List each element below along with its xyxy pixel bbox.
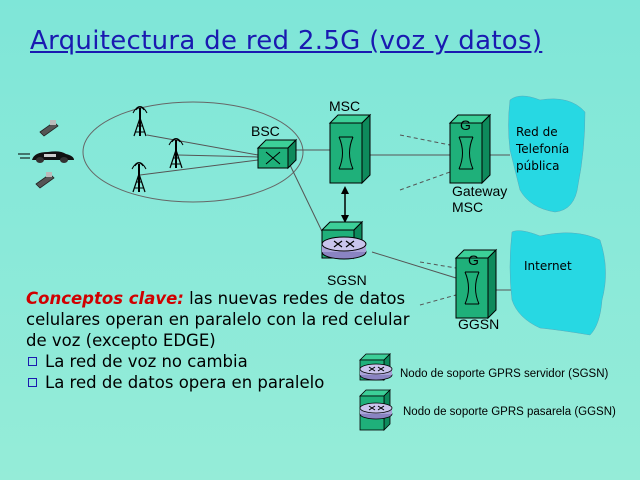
antenna-icon — [131, 161, 147, 193]
legend-sgsn-icon — [359, 353, 393, 381]
key-concepts-heading: Conceptos clave: — [26, 289, 184, 308]
bullet-box-icon — [28, 357, 37, 366]
internet-cloud — [509, 230, 606, 336]
phone-icon — [39, 120, 59, 137]
cell-area — [82, 101, 304, 203]
gateway-g-label: G — [460, 117, 471, 133]
public-phone-network-label: Red de Telefonía pública — [516, 125, 570, 173]
bullet-item: La red de voz no cambia — [26, 351, 416, 372]
bsc-label: BSC — [251, 123, 280, 139]
msc-sgsn-arrow — [341, 186, 349, 223]
antenna-icon — [132, 105, 148, 137]
page-title: Arquitectura de red 2.5G (voz y datos) — [30, 26, 543, 56]
key-concepts: Conceptos clave: las nuevas redes de dat… — [26, 288, 416, 393]
gateway-msc-label: Gateway MSC — [452, 183, 508, 215]
legend-sgsn-label: Nodo de soporte GPRS servidor (SGSN) — [400, 368, 609, 380]
key-concepts-paragraph: Conceptos clave: las nuevas redes de dat… — [26, 288, 416, 351]
bullet-box-icon — [28, 378, 37, 387]
bullet-text: La red de voz no cambia — [45, 352, 248, 371]
bullet-text: La red de datos opera en paralelo — [45, 373, 325, 392]
antenna-icon — [168, 137, 184, 169]
ggsn-g-label: G — [468, 252, 479, 268]
msc-label: MSC — [329, 98, 361, 114]
bsc-node — [256, 138, 298, 170]
legend-ggsn-icon — [359, 389, 393, 431]
ggsn-label: GGSN — [458, 316, 500, 332]
legend-ggsn-label: Nodo de soporte GPRS pasarela (GGSN) — [403, 406, 616, 418]
sgsn-node — [320, 220, 367, 260]
public-phone-network-cloud — [508, 95, 586, 213]
sgsn-label: SGSN — [327, 272, 367, 288]
phone-icon — [35, 172, 55, 189]
internet-label: Internet — [524, 259, 572, 273]
msc-node — [329, 114, 371, 184]
router-icon — [321, 236, 367, 260]
key-concepts-text: las nuevas redes de datos celulares oper… — [26, 289, 410, 350]
car-icon — [18, 151, 74, 163]
bullet-item: La red de datos opera en paralelo — [26, 372, 416, 393]
